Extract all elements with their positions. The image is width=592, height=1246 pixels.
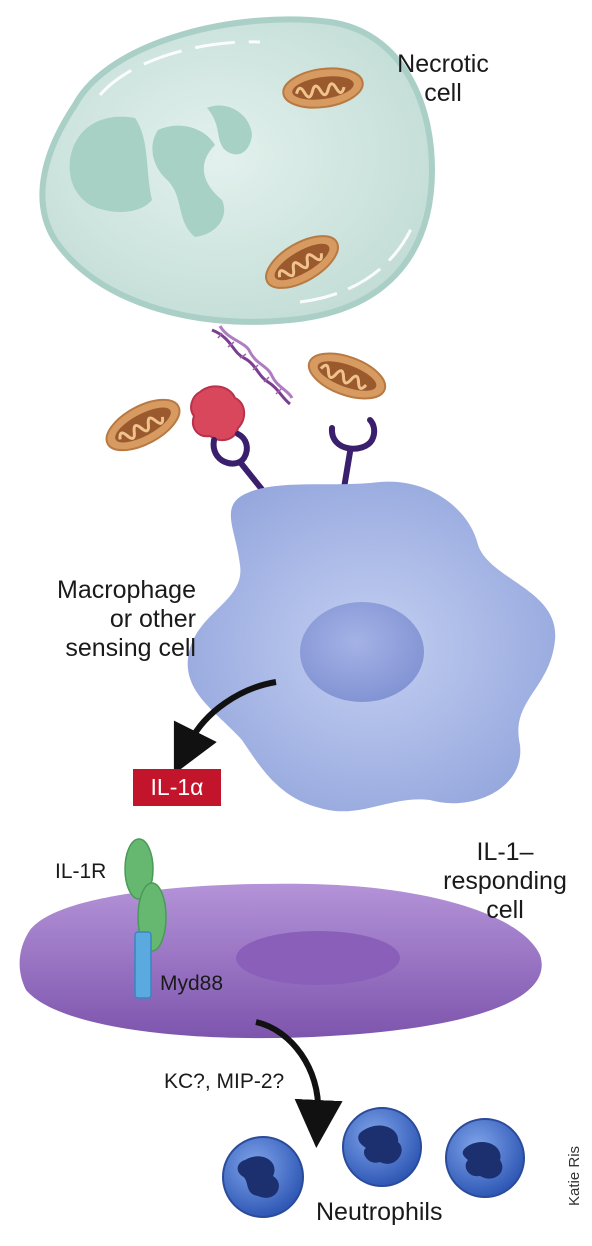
necrotic-nucleus-fragment: [69, 116, 152, 212]
neutrophils-label: Neutrophils: [316, 1198, 443, 1226]
macrophage-nucleus: [300, 602, 424, 702]
neutrophil-cell: [342, 1107, 422, 1187]
mitochondrion-icon: [97, 387, 189, 463]
il1r-label: IL-1R: [55, 860, 107, 883]
necrotic-cell-label: Necrotic cell: [397, 50, 489, 107]
receptor-icon: [329, 417, 378, 491]
il1-alpha-label: IL-1α: [133, 769, 221, 806]
sensing-cell-label: Macrophage or other sensing cell: [57, 576, 196, 662]
necrotic-cell: [39, 16, 436, 325]
responding-cell-label: IL-1– responding cell: [443, 838, 567, 924]
necrotic-nucleus-fragment: [152, 125, 225, 237]
necrotic-nucleus-fragment: [207, 105, 252, 155]
artist-credit: Katie Ris: [566, 1145, 583, 1206]
arrow-icon: [173, 679, 277, 775]
receptor-icon: [210, 431, 267, 495]
released-damps: [97, 325, 393, 463]
neutrophil-cell: [222, 1136, 304, 1218]
responding-cell-nucleus: [236, 931, 400, 985]
dna-helix-icon: [211, 325, 294, 406]
mitochondrion-icon: [301, 342, 393, 410]
damp-protein: [190, 385, 246, 442]
myd88-label: Myd88: [160, 972, 224, 995]
myd88-adaptor: [134, 931, 152, 999]
macrophage-cell: [187, 481, 556, 812]
neutrophil-cell: [445, 1118, 525, 1198]
arrow-icon: [255, 1019, 343, 1148]
chemokines-label: KC?, MIP-2?: [164, 1070, 285, 1093]
